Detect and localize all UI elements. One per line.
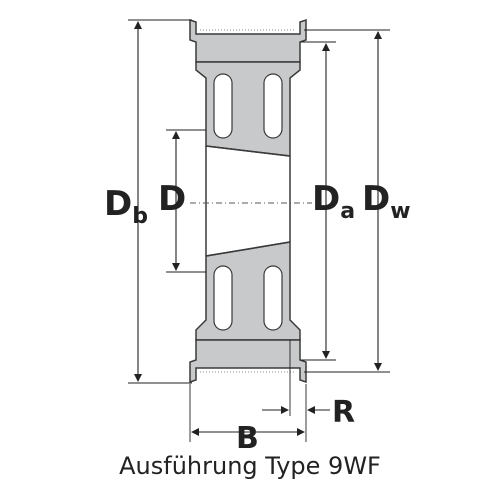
diagram-caption: Ausführung Type 9WF [119,452,381,480]
db-label: Db [104,184,148,229]
pulley-body [189,18,307,384]
pocket-lower-right [263,265,283,331]
dw-label: Dw [362,179,411,224]
pocket-upper-right [263,73,283,139]
taper-bore [205,145,291,257]
top-rim [189,18,307,63]
pocket-upper-left [213,73,233,139]
b-label: B [236,421,259,456]
da-label: Da [312,179,355,224]
dimension-lines [134,21,382,436]
web-pockets [213,73,283,331]
bottom-rim [189,339,307,384]
pocket-lower-left [213,265,233,331]
belt-pitch-lines [200,29,296,373]
d-label: D [158,179,186,219]
extension-lines [128,19,390,442]
r-label: R [332,395,355,430]
upper-web [195,61,301,157]
lower-web [195,241,301,341]
